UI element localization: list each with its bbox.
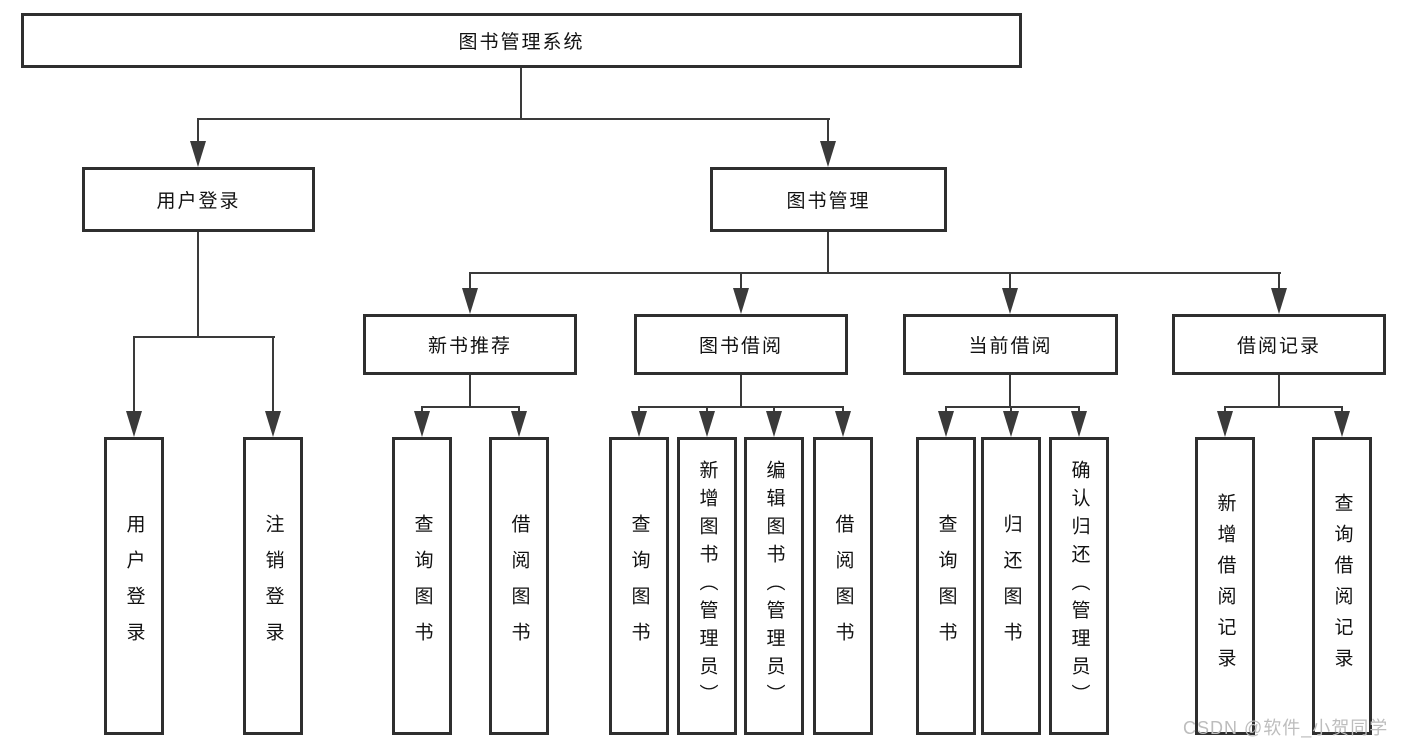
arrow-down-icon	[1003, 411, 1019, 437]
node-borrow-records: 借阅记录	[1172, 314, 1386, 375]
leaf-borrow-books-borrowing: 借阅图书	[813, 437, 873, 735]
leaf-label: 查询图书	[411, 514, 433, 658]
edge-drop	[827, 118, 829, 143]
leaf-logout: 注销登录	[243, 437, 303, 735]
edge-current-rail	[945, 406, 1080, 408]
leaf-label: 借阅图书	[508, 514, 530, 658]
leaf-label: 新增借阅记录	[1214, 493, 1236, 679]
arrow-down-icon	[265, 411, 281, 437]
edge-root-stem	[520, 68, 522, 118]
leaf-label: 借阅图书	[832, 514, 854, 658]
edge-drop	[740, 272, 742, 290]
arrow-down-icon	[462, 288, 478, 314]
leaf-label: 查询图书	[935, 514, 957, 658]
node-label: 新书推荐	[427, 336, 512, 357]
edge-drop	[1009, 272, 1011, 290]
arrow-down-icon	[126, 411, 142, 437]
edge-drop	[272, 336, 274, 413]
edge-drop	[421, 406, 423, 413]
edge-drop	[945, 406, 947, 413]
edge-drop	[638, 406, 640, 413]
leaf-user-login: 用户登录	[104, 437, 164, 735]
arrow-down-icon	[835, 411, 851, 437]
edge-drop	[1224, 406, 1226, 413]
arrow-down-icon	[733, 288, 749, 314]
edge-drop	[1010, 406, 1012, 413]
node-book-management: 图书管理	[710, 167, 947, 232]
leaf-add-borrow-record: 新增借阅记录	[1195, 437, 1255, 735]
arrow-down-icon	[1002, 288, 1018, 314]
edge-current-stem	[1009, 375, 1011, 406]
leaf-label: 确认归还（管理员）	[1068, 460, 1090, 712]
node-new-book-recommend: 新书推荐	[363, 314, 577, 375]
edge-drop	[1341, 406, 1343, 413]
node-label: 当前借阅	[968, 336, 1053, 357]
node-label: 图书管理系统	[458, 32, 585, 53]
leaf-confirm-return-admin: 确认归还（管理员）	[1049, 437, 1109, 735]
edge-borrow-stem	[740, 375, 742, 406]
arrow-down-icon	[699, 411, 715, 437]
node-current-borrowing: 当前借阅	[903, 314, 1118, 375]
edge-bookmgmt-stem	[827, 232, 829, 272]
node-root-library-system: 图书管理系统	[21, 13, 1022, 68]
leaf-query-books-borrowing: 查询图书	[609, 437, 669, 735]
leaf-label: 归还图书	[1000, 514, 1022, 658]
edge-drop	[197, 118, 199, 143]
leaf-label: 编辑图书（管理员）	[763, 460, 785, 712]
edge-userlogin-stem	[197, 232, 199, 336]
edge-drop	[842, 406, 844, 413]
edge-borrow-rail	[638, 406, 844, 408]
edge-records-stem	[1278, 375, 1280, 406]
arrow-down-icon	[938, 411, 954, 437]
edge-drop	[133, 336, 135, 413]
edge-newrec-rail	[421, 406, 520, 408]
arrow-down-icon	[511, 411, 527, 437]
edge-records-rail	[1224, 406, 1343, 408]
leaf-edit-books-admin: 编辑图书（管理员）	[744, 437, 804, 735]
arrow-down-icon	[1071, 411, 1087, 437]
edge-drop	[469, 272, 471, 290]
leaf-label: 查询借阅记录	[1331, 493, 1353, 679]
arrow-down-icon	[1334, 411, 1350, 437]
edge-root-rail	[198, 118, 830, 120]
node-book-borrowing: 图书借阅	[634, 314, 848, 375]
leaf-add-books-admin: 新增图书（管理员）	[677, 437, 737, 735]
node-label: 图书管理	[786, 191, 871, 212]
node-user-login: 用户登录	[82, 167, 315, 232]
node-label: 用户登录	[156, 191, 241, 212]
leaf-query-books-current: 查询图书	[916, 437, 976, 735]
edge-drop	[773, 406, 775, 413]
leaf-query-books-recommend: 查询图书	[392, 437, 452, 735]
leaf-borrow-books-recommend: 借阅图书	[489, 437, 549, 735]
arrow-down-icon	[766, 411, 782, 437]
arrow-down-icon	[1217, 411, 1233, 437]
node-label: 借阅记录	[1236, 336, 1321, 357]
edge-drop	[1078, 406, 1080, 413]
leaf-label: 新增图书（管理员）	[696, 460, 718, 712]
arrow-down-icon	[190, 141, 206, 167]
watermark: CSDN @软件_小贺同学	[1183, 718, 1389, 738]
edge-drop	[1278, 272, 1280, 290]
leaf-label: 查询图书	[628, 514, 650, 658]
edge-newrec-stem	[469, 375, 471, 406]
leaf-label: 注销登录	[262, 514, 284, 658]
leaf-return-books: 归还图书	[981, 437, 1041, 735]
arrow-down-icon	[631, 411, 647, 437]
leaf-label: 用户登录	[123, 514, 145, 658]
edge-drop	[518, 406, 520, 413]
edge-bookmgmt-rail	[469, 272, 1281, 274]
edge-drop	[706, 406, 708, 413]
arrow-down-icon	[414, 411, 430, 437]
arrow-down-icon	[1271, 288, 1287, 314]
edge-userlogin-rail	[133, 336, 275, 338]
node-label: 图书借阅	[698, 336, 783, 357]
leaf-query-borrow-record: 查询借阅记录	[1312, 437, 1372, 735]
arrow-down-icon	[820, 141, 836, 167]
